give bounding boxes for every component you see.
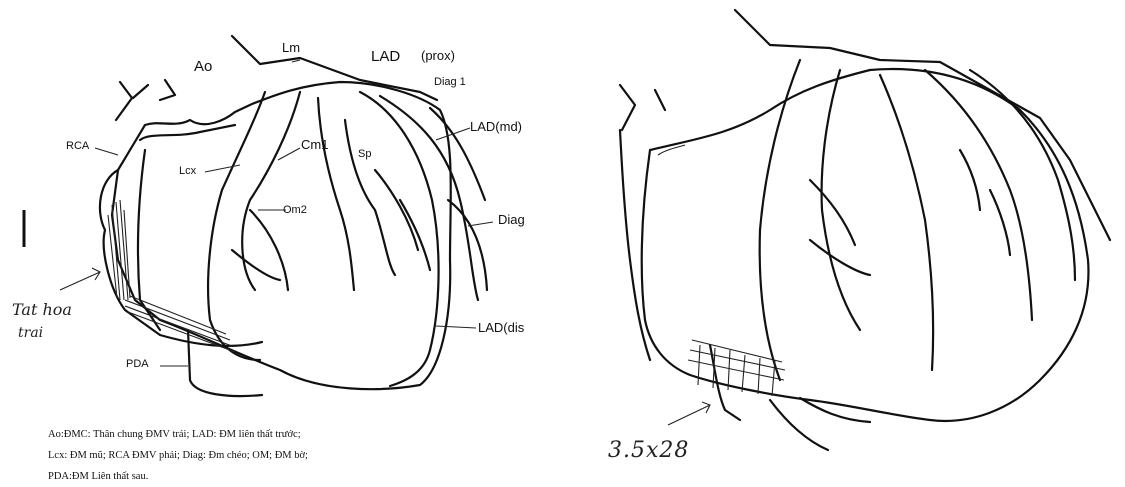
label-rca: RCA [66, 140, 89, 152]
legend-line: Lcx: ĐM mũ; RCA ĐMV phải; Diag: Đm chéo;… [48, 445, 518, 466]
lad-branch [990, 190, 1010, 255]
left-heart-drawing [0, 0, 560, 482]
om-branch [232, 250, 280, 280]
handwritten-note-line2: trai [18, 325, 43, 341]
om-branch [810, 180, 855, 245]
sp-branch [375, 170, 418, 250]
septal-vessel [318, 98, 354, 290]
right-coronary-diagram: 3.5x28 [570, 0, 1125, 482]
sp-vessel [345, 120, 395, 275]
left-main-outer [232, 36, 437, 100]
label-ao: Ao [194, 58, 212, 75]
arrow-indicator [668, 402, 710, 425]
heart-outline [642, 69, 1089, 421]
left-coronary-diagram: Ao Lm LAD (prox) Diag 1 LAD(md) RCA Cm1 … [0, 0, 560, 482]
lcx-vessel [208, 92, 265, 360]
label-lad-dis: LAD(dis [478, 320, 524, 335]
pda-vessel [188, 330, 262, 396]
lad-vessel [360, 92, 439, 386]
legend-line: Ao:ĐMC: Thân chung ĐMV trái; LAD: ĐM liê… [48, 424, 518, 445]
label-diag1: Diag 1 [434, 76, 466, 88]
label-lm: Lm [282, 40, 300, 55]
label-lad: LAD [371, 48, 400, 65]
diag1-vessel [970, 70, 1075, 280]
label-lcx: Lcx [179, 165, 196, 177]
aorta-branches [116, 80, 175, 120]
right-heart-drawing [570, 0, 1125, 482]
label-diag: Diag [498, 212, 525, 227]
inner-outline [138, 125, 235, 330]
label-pda: PDA [126, 358, 149, 370]
handwritten-stent-size: 3.5x28 [608, 438, 689, 463]
sp-branch [960, 150, 980, 210]
handwritten-note-line1: Tat hoa [12, 300, 72, 319]
label-prox: (prox) [421, 48, 455, 63]
label-cm1: Cm1 [301, 137, 328, 152]
om2-vessel [250, 210, 288, 290]
lcx-vessel [760, 60, 800, 380]
om-branch [810, 240, 870, 275]
label-lad-md: LAD(md) [470, 119, 522, 134]
collateral-hatching [108, 200, 235, 352]
label-sp: Sp [358, 148, 371, 160]
cm1-vessel [242, 92, 300, 290]
arrow-indicator [60, 268, 100, 290]
legend-line: PDA:ĐM Liên thất sau. [48, 466, 518, 487]
aorta-branches [620, 85, 665, 130]
lad-branch [400, 200, 430, 270]
abbreviation-legend: Ao:ĐMC: Thân chung ĐMV trái; LAD: ĐM liê… [48, 424, 518, 487]
label-om2: Om2 [283, 204, 307, 216]
lad-vessel [880, 75, 933, 370]
